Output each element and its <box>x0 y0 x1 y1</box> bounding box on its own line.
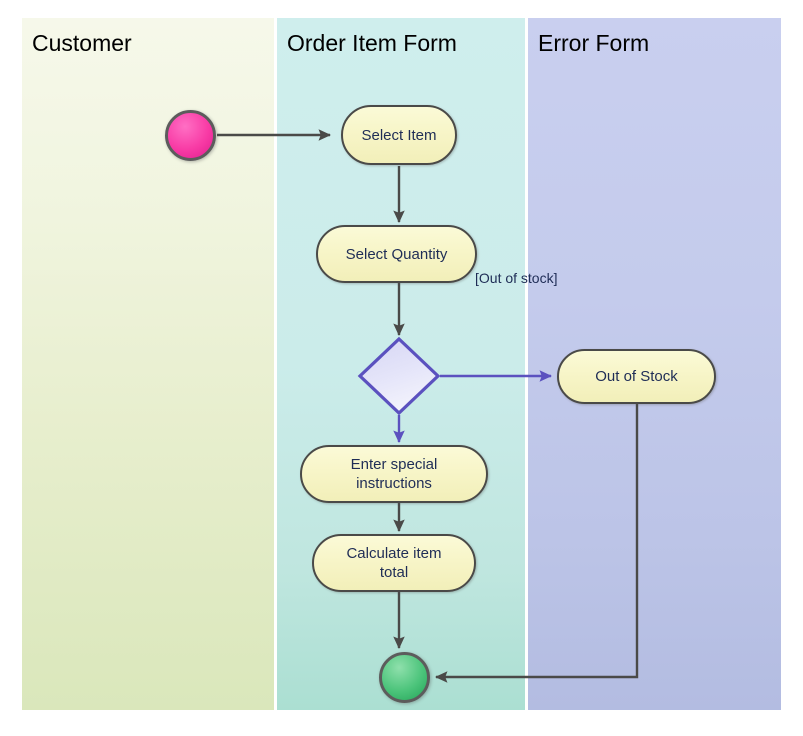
swimlane-title-error-form: Error Form <box>538 30 650 56</box>
initial-node <box>165 110 216 161</box>
action-node-label: Enter special instructions <box>350 456 438 492</box>
action-node-out-of-stock[interactable]: Out of Stock <box>557 349 716 404</box>
decision-diamond <box>357 336 441 416</box>
swimlane-title-order-item-form: Order Item Form <box>287 30 457 56</box>
action-node-label: Select Quantity <box>345 245 448 263</box>
guard-label-out-of-stock: [Out of stock] <box>475 270 558 286</box>
final-node <box>379 652 430 703</box>
action-node-label: Select Item <box>361 126 437 144</box>
swimlane-title-customer: Customer <box>32 30 132 56</box>
action-node-select-item[interactable]: Select Item <box>341 105 457 165</box>
edge-out-of-stock-to-end <box>435 404 639 683</box>
swimlane-customer: Customer <box>22 18 274 710</box>
action-node-enter-special-instructions[interactable]: Enter special instructions <box>300 445 488 503</box>
action-node-label: Out of Stock <box>595 368 678 385</box>
action-node-label: Calculate item total <box>346 545 442 581</box>
action-node-calculate-item-total[interactable]: Calculate item total <box>312 534 476 592</box>
action-node-select-quantity[interactable]: Select Quantity <box>316 225 477 283</box>
